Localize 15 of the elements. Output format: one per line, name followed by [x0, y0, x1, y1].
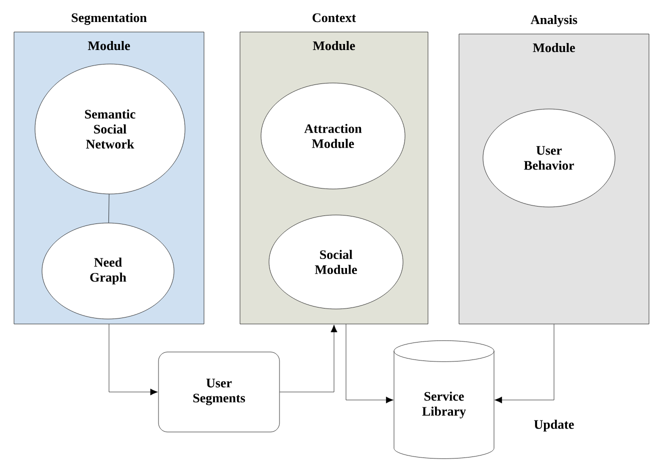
ellipse-node: Social Module [268, 214, 404, 310]
ellipse-node: Semantic Social Network [34, 64, 186, 194]
ellipse-node: Need Graph [42, 222, 174, 320]
node-label: Analysis [530, 14, 578, 27]
process-box: User Segments [158, 352, 280, 432]
arrow [494, 324, 554, 404]
edge-label: Update [534, 420, 574, 432]
database-cylinder: Service Library [394, 340, 494, 459]
ellipse-node: User Behavior [482, 108, 616, 208]
arrow [280, 324, 338, 392]
node-label: Context [312, 13, 356, 22]
arrow [346, 324, 394, 404]
arrow [108, 324, 158, 396]
node-label: Segmentation [72, 12, 147, 25]
ellipse-node: Attraction Module [260, 82, 406, 190]
